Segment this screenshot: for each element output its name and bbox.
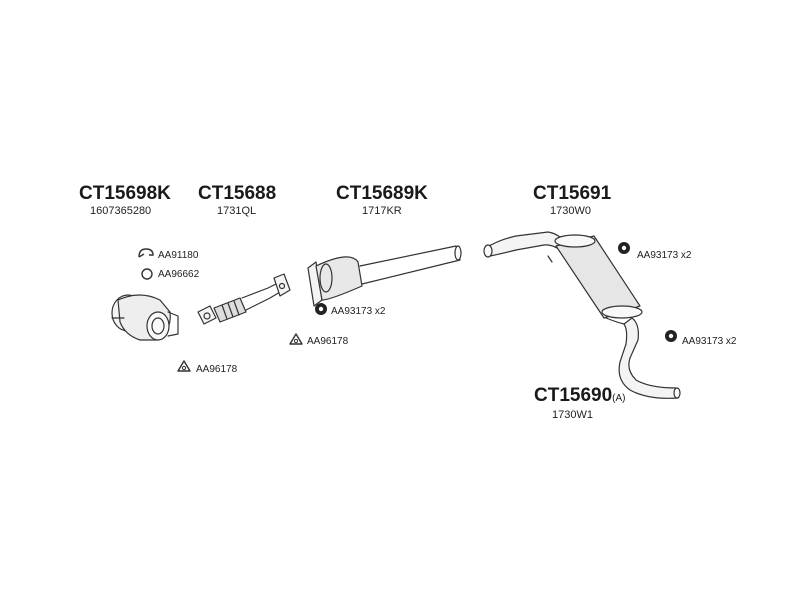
part-reference: 1731QL (217, 205, 257, 217)
hardware-label[interactable]: AA96178 (307, 336, 349, 347)
hardware-label[interactable]: AA93173 x2 (637, 250, 692, 261)
part-code[interactable]: CT15698K (79, 183, 171, 204)
dpf-drawing (307, 245, 462, 307)
rubber-mount-icon (618, 242, 630, 254)
hardware-label[interactable]: AA96178 (196, 364, 238, 375)
hardware-label[interactable]: AA93173 x2 (331, 306, 386, 317)
part-code[interactable]: CT15690(A) (534, 386, 626, 409)
rubber-mount-icon (315, 303, 327, 315)
part-code-text: CT15690 (534, 385, 613, 406)
triangle-gasket-icon (177, 360, 191, 372)
part-reference: 1607365280 (90, 205, 152, 217)
part-reference: 1717KR (362, 205, 402, 217)
part-code[interactable]: CT15691 (533, 183, 612, 204)
tail-pipe-drawing (605, 317, 681, 399)
catalyst-elbow-drawing (111, 294, 179, 341)
part-reference: 1730W1 (552, 409, 593, 421)
triangle-gasket-icon (289, 333, 303, 345)
middle-silencer-drawing (483, 231, 643, 319)
hardware-label[interactable]: AA93173 x2 (682, 336, 737, 347)
rubber-mount-icon (665, 330, 677, 342)
clamp-icon (138, 248, 154, 258)
flex-pipe-drawing (197, 273, 291, 325)
hardware-label[interactable]: AA96662 (158, 269, 200, 280)
hardware-label[interactable]: AA91180 (158, 250, 199, 261)
part-code[interactable]: CT15688 (198, 183, 277, 204)
ring-icon (141, 268, 153, 280)
part-reference: 1730W0 (550, 205, 591, 217)
part-code-suffix: (A) (612, 393, 626, 404)
part-code[interactable]: CT15689K (336, 183, 428, 204)
